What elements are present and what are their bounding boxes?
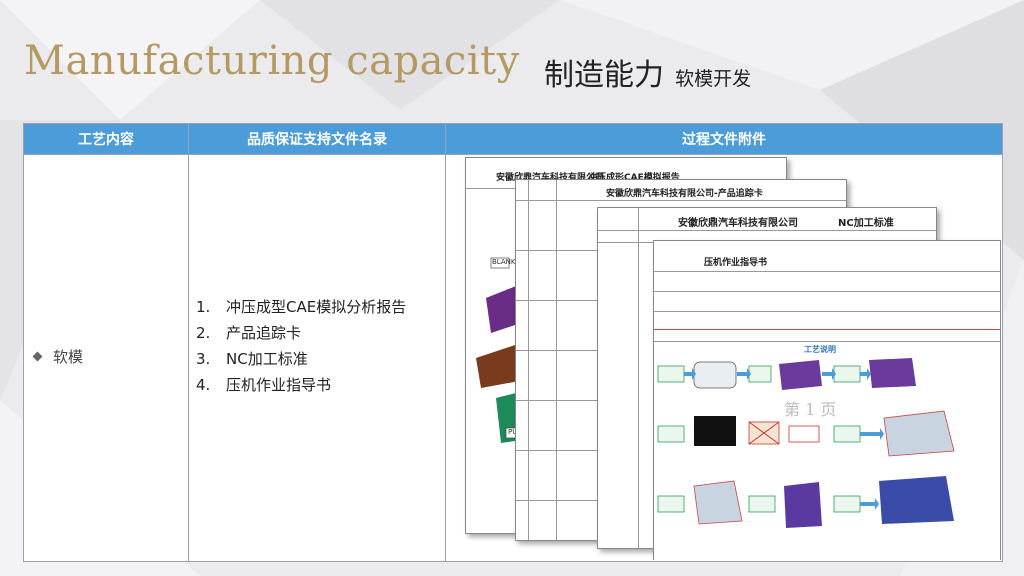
list-item: 4.压机作业指导书 xyxy=(196,376,332,394)
page-title-main: 制造能力 xyxy=(544,58,664,93)
process-item: 软模 xyxy=(53,348,84,366)
attachment-preview: 安徽欣鼎汽车科技有限公司 冲压成形CAE模拟报告 BLANK PUNCH 安徽欣… xyxy=(447,155,1001,560)
column-header-process: 工艺内容 xyxy=(24,124,188,154)
page-title-cn: 制造能力 软模开发 xyxy=(544,50,751,94)
capability-table: 工艺内容 品质保证支持文件名录 过程文件附件 软模 1.冲压成型CAE模拟分析报… xyxy=(23,123,1003,562)
press-instruction-sheet: 压机作业指导书 工艺说明 第 1 页 xyxy=(653,240,1001,560)
page-title-en: Manufacturing capacity xyxy=(24,38,520,84)
column-divider xyxy=(445,124,446,561)
list-item: 1.冲压成型CAE模拟分析报告 xyxy=(196,298,407,316)
column-divider xyxy=(188,124,189,561)
document-list: 1.冲压成型CAE模拟分析报告 2.产品追踪卡 3.NC加工标准 4.压机作业指… xyxy=(196,294,406,398)
list-item: 3.NC加工标准 xyxy=(196,350,308,368)
list-item: 2.产品追踪卡 xyxy=(196,324,302,342)
press-flow-diagram xyxy=(657,358,955,528)
process-cell: 软模 xyxy=(32,346,84,367)
diamond-bullet-icon xyxy=(32,351,43,362)
column-header-documents: 品质保证支持文件名录 xyxy=(189,124,445,154)
column-header-attachments: 过程文件附件 xyxy=(446,124,1002,154)
page-subtitle: 软模开发 xyxy=(675,68,752,90)
header-divider xyxy=(24,154,1002,155)
